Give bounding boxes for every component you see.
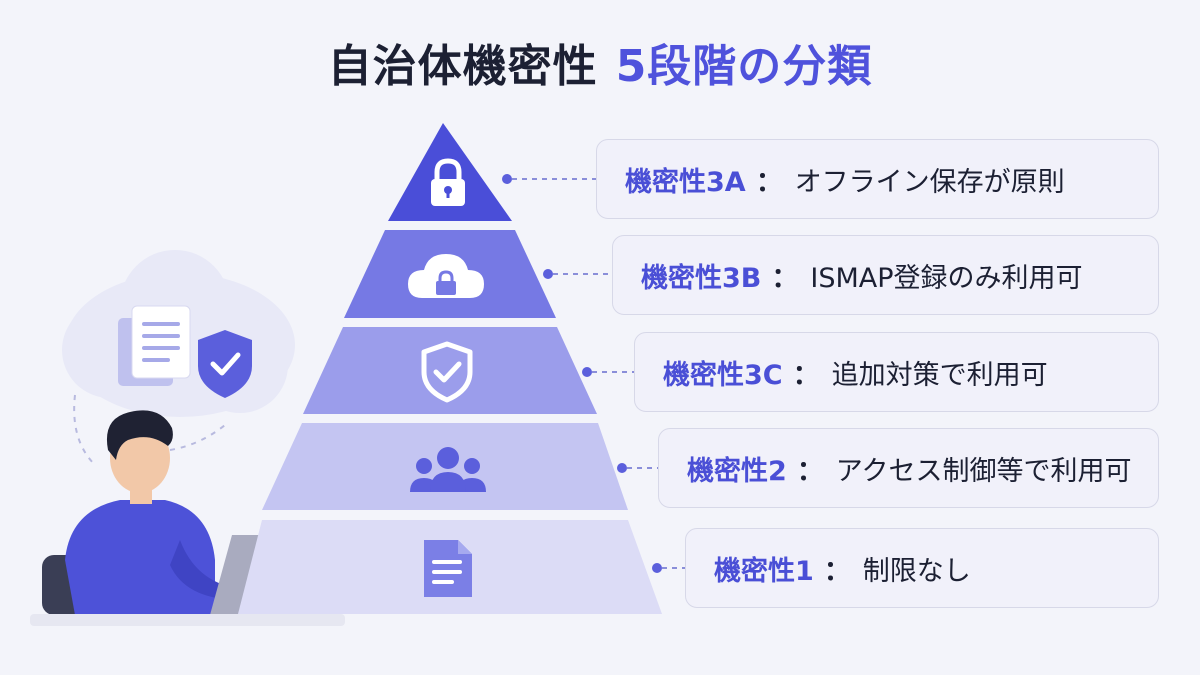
- document-icon: [424, 540, 472, 597]
- connector-3a: [502, 174, 596, 184]
- connectors: [502, 174, 685, 573]
- cloud-lock-icon: [408, 254, 484, 298]
- level-separator: ：: [796, 455, 824, 487]
- label-box-1: 機密性1 ： 制限なし: [685, 528, 1159, 608]
- level-name: 機密性3A: [625, 166, 746, 198]
- cloud-shield-icon: [198, 330, 252, 398]
- level-separator: ：: [755, 166, 783, 198]
- document-stack-icon: [118, 305, 191, 386]
- connector-2: [617, 463, 658, 473]
- person-hair: [106, 410, 173, 460]
- pyramid: [238, 123, 662, 614]
- label-box-3a: 機密性3A ： オフライン保存が原則: [596, 139, 1159, 219]
- level-separator: ：: [823, 555, 851, 587]
- level-name: 機密性3C: [663, 359, 783, 391]
- level-description: オフライン保存が原則: [794, 166, 1065, 198]
- level-name: 機密性3B: [641, 262, 762, 294]
- level-description: 制限なし: [862, 555, 971, 587]
- person-body: [65, 500, 215, 615]
- thought-trail: [73, 394, 96, 466]
- level-name: 機密性1: [714, 555, 814, 587]
- lock-icon: [431, 158, 465, 206]
- title-main: 自治体機密性: [327, 41, 598, 92]
- page-title: 自治体機密性 5段階の分類: [0, 30, 1200, 94]
- level-separator: ：: [771, 262, 799, 294]
- users-icon: [410, 447, 486, 492]
- thought-trail-2: [169, 424, 226, 451]
- label-box-3c: 機密性3C ： 追加対策で利用可: [634, 332, 1159, 412]
- level-description: ISMAP登録のみ利用可: [810, 262, 1083, 294]
- pyramid-tier-3a: [388, 123, 512, 221]
- label-box-2: 機密性2 ： アクセス制御等で利用可: [658, 428, 1159, 508]
- level-name: 機密性2: [687, 455, 787, 487]
- label-box-3b: 機密性3B ： ISMAP登録のみ利用可: [612, 235, 1159, 315]
- title-accent: 5段階の分類: [615, 41, 873, 92]
- person-illustration: [30, 250, 345, 626]
- level-description: 追加対策で利用可: [831, 359, 1048, 391]
- level-separator: ：: [792, 359, 820, 391]
- level-description: アクセス制御等で利用可: [835, 455, 1132, 487]
- connector-3c: [582, 367, 634, 377]
- connector-1: [652, 563, 685, 573]
- desk: [30, 614, 345, 626]
- shield-check-icon: [421, 341, 473, 403]
- connector-3b: [543, 269, 612, 279]
